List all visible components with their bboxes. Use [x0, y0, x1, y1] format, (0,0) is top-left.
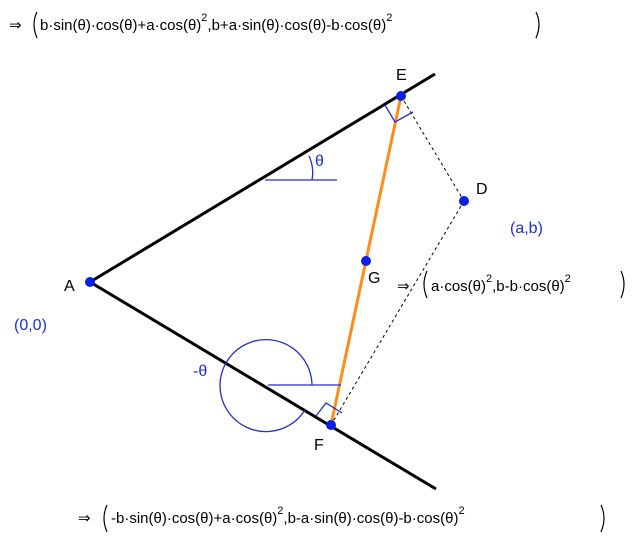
- formula-e-open-paren: [33, 11, 38, 39]
- dashed-e-d: [400, 95, 465, 202]
- formula-g-close-paren: [620, 270, 625, 299]
- svg-text:-b·sin(θ)·cos(θ)+a·cos(θ)2,b-a: -b·sin(θ)·cos(θ)+a·cos(θ)2,b-a·sin(θ)·co…: [111, 505, 465, 527]
- svg-text:⇒: ⇒: [397, 278, 410, 295]
- formula-f-close-paren: [600, 504, 605, 533]
- label-a: A: [64, 278, 75, 295]
- label-e: E: [396, 67, 407, 84]
- label-theta: θ: [315, 153, 324, 170]
- formula-g: ⇒ a·cos(θ)2,b-b·cos(θ)2: [397, 270, 625, 299]
- theta-arc: [308, 155, 314, 181]
- formula-f: ⇒ -b·sin(θ)·cos(θ)+a·cos(θ)2,b-a·sin(θ)·…: [78, 504, 605, 533]
- formula-g-mid: ,b-b·cos(θ): [492, 278, 565, 295]
- label-point-d-coords: (a,b): [510, 220, 543, 237]
- svg-text:b·sin(θ)·cos(θ)+a·cos(θ)2,b+a·: b·sin(θ)·cos(θ)+a·cos(θ)2,b+a·sin(θ)·cos…: [40, 12, 392, 34]
- point-g: [361, 256, 371, 266]
- svg-text:⇒: ⇒: [78, 510, 91, 527]
- formula-f-arrow: ⇒: [78, 510, 91, 527]
- formula-g-exp2: 2: [565, 273, 571, 285]
- formula-f-mid: ,b-a·sin(θ)·cos(θ)-b·cos(θ): [283, 510, 458, 527]
- label-g: G: [368, 270, 380, 287]
- point-a: [85, 277, 95, 287]
- formula-e-exp2: 2: [386, 12, 392, 24]
- svg-text:a·cos(θ)2,b-b·cos(θ)2: a·cos(θ)2,b-b·cos(θ)2: [431, 273, 571, 295]
- formula-f-body: -b·sin(θ)·cos(θ)+a·cos(θ): [111, 510, 277, 527]
- label-origin: (0,0): [14, 317, 47, 334]
- dashed-d-f: [330, 200, 465, 426]
- formula-g-open-paren: [423, 270, 428, 299]
- formula-e-exp1: 2: [201, 12, 207, 24]
- right-angle-mark-e: [384, 104, 414, 123]
- formula-g-exp1: 2: [486, 273, 492, 285]
- formula-e-body: b·sin(θ)·cos(θ)+a·cos(θ): [40, 17, 201, 34]
- point-e: [396, 91, 406, 101]
- label-f: F: [314, 437, 324, 454]
- point-d: [459, 196, 469, 206]
- formula-f-exp2: 2: [458, 505, 464, 517]
- line-upper: [89, 72, 436, 284]
- formula-e-close-paren: [535, 11, 540, 39]
- formula-g-arrow: ⇒: [397, 278, 410, 295]
- label-neg-theta: -θ: [193, 363, 207, 380]
- label-d: D: [476, 181, 488, 198]
- formula-e: ⇒ b·sin(θ)·cos(θ)+a·cos(θ)2,b+a·sin(θ)·c…: [9, 11, 540, 39]
- formula-e-arrow: ⇒: [9, 17, 22, 34]
- right-angle-mark-f: [315, 402, 343, 417]
- point-f: [326, 420, 336, 430]
- neg-theta-arc: [219, 338, 313, 433]
- svg-text:⇒: ⇒: [9, 17, 22, 34]
- line-lower: [89, 280, 437, 491]
- formula-g-body: a·cos(θ): [431, 278, 486, 295]
- formula-f-open-paren: [103, 504, 108, 533]
- formula-e-mid: ,b+a·sin(θ)·cos(θ)-b·cos(θ): [207, 17, 386, 34]
- formula-f-exp1: 2: [277, 505, 283, 517]
